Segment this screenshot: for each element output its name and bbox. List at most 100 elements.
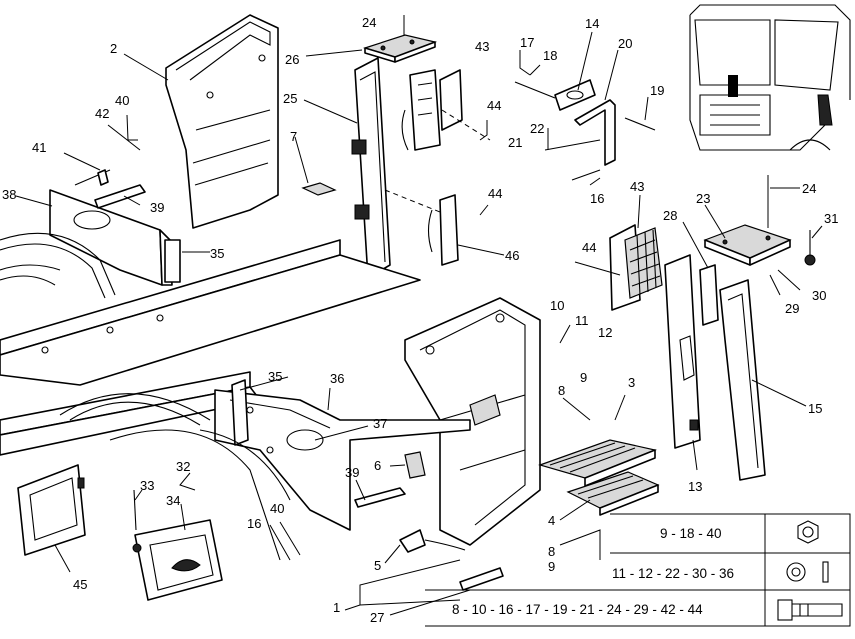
part-45-access-panel [17,464,86,556]
callout-30: 30 [812,288,826,303]
callout-37: 37 [373,416,387,431]
callout-40-lower: 40 [270,501,284,516]
callout-27: 27 [370,610,384,625]
callout-20: 20 [618,36,632,51]
part-7-small-strip [301,182,337,196]
callout-40-top: 40 [115,93,129,108]
callout-39-lower: 39 [345,465,359,480]
callout-43-lower: 43 [630,179,644,194]
callout-35-lower: 35 [268,369,282,384]
part-27-strip [459,567,504,591]
part-32-cover-plate [132,489,223,601]
callout-6: 6 [374,458,381,473]
rear-wheel-arch [0,232,116,299]
callout-5: 5 [374,558,381,573]
callout-13: 13 [688,479,702,494]
callout-32: 32 [176,459,190,474]
part-38-bracket-plate [49,189,181,286]
callout-3: 3 [628,375,635,390]
callout-9-lower: 9 [548,559,555,574]
part-20-angle-bracket [574,99,616,166]
callout-44-lower: 44 [582,240,596,255]
callout-14: 14 [585,16,599,31]
callout-21: 21 [508,135,522,150]
callout-7: 7 [290,129,297,144]
callout-22: 22 [530,121,544,136]
callout-1: 1 [333,600,340,615]
callout-12: 12 [598,325,612,340]
callout-24-top: 24 [362,15,376,30]
part-28-vertical-bracket [664,254,719,449]
callout-35-top: 35 [210,246,224,261]
callout-45: 45 [73,577,87,592]
part-39-clip-upper [94,184,146,209]
callout-17: 17 [520,35,534,50]
part-4-step-tread [566,471,660,516]
callout-8-lower: 8 [548,544,555,559]
callout-34: 34 [166,493,180,508]
part-5-bracket [399,529,466,553]
callout-42: 42 [95,106,109,121]
bolt-line-19 [624,117,656,131]
callout-39-top: 39 [150,200,164,215]
callout-16-lower: 16 [247,516,261,531]
chassis-rail-upper [0,239,421,386]
callout-33: 33 [140,478,154,493]
callout-46: 46 [505,248,519,263]
callout-44-top: 44 [487,98,501,113]
callout-2: 2 [110,41,117,56]
part-39-clip-lower [354,487,406,508]
callout-44-mid: 44 [488,186,502,201]
part-43-lamp-bracket-upper [401,69,463,151]
dashed-guide-upper [441,109,491,141]
callout-8-mid: 8 [558,383,565,398]
callout-10: 10 [550,298,564,313]
front-wheel-arch [109,429,291,561]
part-41-rod [74,169,111,186]
hex-bolt-icon [777,599,843,621]
callout-26: 26 [285,52,299,67]
bolt-line-16 [571,169,601,181]
part-23-step-plate [703,175,792,266]
callout-41: 41 [32,140,46,155]
callout-28: 28 [663,208,677,223]
bolt-line-18 [514,81,556,99]
part-43-grille-lower [609,224,663,311]
bolt-line-22 [544,139,601,151]
leader-lines [15,31,823,616]
part-46-lamp [384,189,459,266]
truck-cab-icon [689,4,851,151]
legend-row-washer-label: 11 - 12 - 22 - 30 - 36 [612,566,734,581]
legend-row-nut-label: 9 - 18 - 40 [660,526,722,541]
callout-labels: 24 26 43 2 25 40 42 41 7 38 39 35 17 18 … [2,15,838,625]
part-25-vertical-rail [351,57,391,279]
callout-38: 38 [2,187,16,202]
hex-nut-icon [797,520,819,544]
callout-29: 29 [785,301,799,316]
callout-19: 19 [650,83,664,98]
callout-9-mid: 9 [580,370,587,385]
callout-36: 36 [330,371,344,386]
washer-icon [786,561,829,583]
part-14-mounting-plate [554,79,596,111]
part-2-mudguard-panel [165,14,279,229]
callout-16-top: 16 [590,191,604,206]
legend-row-bolt-label: 8 - 10 - 16 - 17 - 19 - 21 - 24 - 29 - 4… [452,602,703,617]
callout-23: 23 [696,191,710,206]
callout-15: 15 [808,401,822,416]
part-31-screw [804,230,816,266]
part-6-grille-small [404,451,426,479]
callout-24-right: 24 [802,181,816,196]
callout-4: 4 [548,513,555,528]
callout-25: 25 [283,91,297,106]
callout-31: 31 [824,211,838,226]
part-15-side-panel [719,279,766,481]
callout-11: 11 [575,313,589,328]
callout-43-top: 43 [475,39,489,54]
part-26-plate [362,15,438,63]
part-3-step-tread [538,439,658,487]
callout-18: 18 [543,48,557,63]
step-box-frame [404,297,541,546]
hardware-legend [425,513,851,627]
